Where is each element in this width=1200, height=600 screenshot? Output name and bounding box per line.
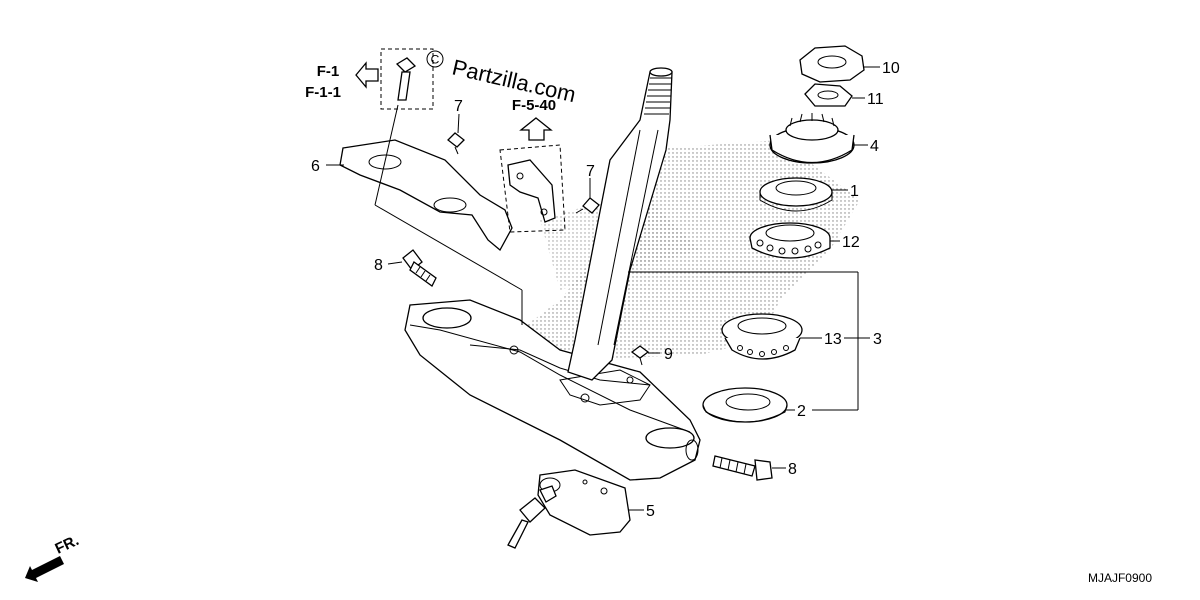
dust-seal bbox=[759, 177, 833, 212]
callout-5: 5 bbox=[646, 503, 655, 520]
small-bolt bbox=[630, 345, 650, 366]
upper-bearing bbox=[749, 222, 831, 259]
ignition-switch bbox=[537, 469, 631, 536]
lock-nut bbox=[799, 45, 865, 83]
lower-bearing bbox=[721, 313, 803, 360]
front-direction-label: FR. bbox=[53, 532, 82, 558]
callout-1: 1 bbox=[850, 183, 859, 200]
callout-2: 2 bbox=[797, 403, 806, 420]
callout-8-right: 8 bbox=[788, 461, 797, 478]
callout-3: 3 bbox=[873, 331, 882, 348]
steering-stem bbox=[567, 67, 673, 381]
front-direction-arrow-icon bbox=[25, 556, 64, 582]
bolt-left bbox=[402, 249, 437, 287]
callout-8-left: 8 bbox=[374, 257, 383, 274]
bracket-boxed bbox=[499, 144, 566, 233]
copyright-symbol: C bbox=[431, 53, 440, 67]
key-icon bbox=[507, 485, 557, 549]
reference-arrow-left bbox=[355, 61, 379, 89]
screw-lower bbox=[575, 197, 600, 214]
callout-4: 4 bbox=[870, 138, 879, 155]
callout-12: 12 bbox=[842, 234, 860, 251]
bracket-plate bbox=[339, 104, 523, 325]
callout-13: 13 bbox=[824, 331, 842, 348]
diagram-code: MJAJF0900 bbox=[1088, 571, 1152, 585]
callout-10: 10 bbox=[882, 60, 900, 77]
adjusting-nut bbox=[769, 113, 855, 164]
reference-left-top: F-1 bbox=[317, 63, 340, 80]
leader-lines bbox=[326, 66, 880, 511]
lock-washer bbox=[804, 83, 853, 107]
callout-7-lower: 7 bbox=[586, 163, 595, 180]
screw-upper bbox=[447, 132, 465, 155]
reference-left-bottom: F-1-1 bbox=[305, 84, 341, 101]
bottom-bridge bbox=[404, 299, 701, 481]
callout-9: 9 bbox=[664, 346, 673, 363]
lower-dust-seal bbox=[702, 387, 788, 423]
callout-6: 6 bbox=[311, 158, 320, 175]
reference-arrow-up bbox=[519, 117, 553, 141]
callout-11: 11 bbox=[867, 91, 884, 108]
bolt-boxed bbox=[380, 48, 434, 110]
reference-middle: F-5-40 bbox=[512, 97, 556, 114]
bolt-right bbox=[712, 455, 773, 481]
callout-7-upper: 7 bbox=[454, 98, 463, 115]
